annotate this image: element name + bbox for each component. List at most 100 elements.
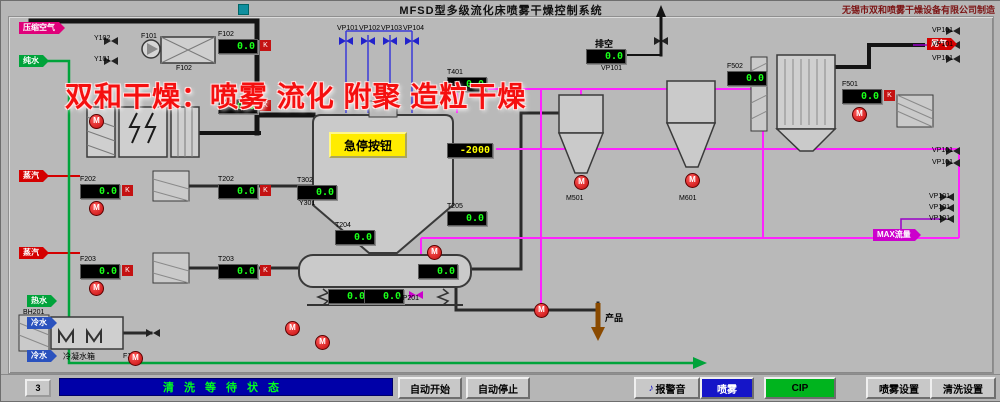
equipment-label: 产品 [605,313,624,323]
spray-button[interactable]: 喷雾 [700,377,754,399]
instrument-display: 0.0 [218,184,258,199]
cip-button[interactable]: CIP [764,377,836,399]
stream-tag-label: 热水 [31,296,47,305]
app-icon [238,4,249,15]
instrument-display: 0.0 [218,264,258,279]
equipment-label: VP101 [929,204,951,211]
equipment-label: VP101 [932,159,954,166]
spray-settings-button-label: 喷雾设置 [879,384,919,396]
instrument-display: 0.0 [586,49,626,64]
instrument-unit: K [260,40,271,51]
instrument-tag: F501 [842,81,858,88]
motor-pump-icon: M [315,335,330,350]
instrument-value: 0.0 [98,186,117,197]
instrument-value: 0.0 [860,91,879,102]
instrument-tag: F203 [80,256,96,263]
alarm-sound-button[interactable]: ♪报警音 [634,377,700,399]
instrument-tag: T205 [447,203,463,210]
instrument-value: 0.0 [436,266,455,277]
auto-start-button-label: 自动开始 [410,384,450,396]
stream-tag: 热水 [27,295,57,307]
flow-arrow-icon [43,55,49,67]
motor-pump-icon: M [128,351,143,366]
instrument-display: 0.0 [297,185,337,200]
instrument-unit: K [260,100,271,111]
equipment-label: M601 [679,195,697,202]
instrument-tag: F202 [80,176,96,183]
instrument-display: 0.0 [727,71,767,86]
motor-pump-icon: M [285,321,300,336]
stream-tag: MAX流量 [873,229,921,241]
instrument-tag: F102 [218,31,234,38]
company-name: 无锡市双和喷雾干燥设备有限公司制造 [841,5,995,15]
page-title: MFSD型多级流化床喷雾干燥控制系统 [399,5,603,17]
equipment-label: 排空 [595,39,614,49]
instrument-value: 0.0 [236,266,255,277]
flow-arrow-icon [51,295,57,307]
instrument-value: 0.0 [236,186,255,197]
equipment-label: BH201 [23,309,45,316]
equipment-label: VP101 [932,147,954,154]
stream-tag-label: MAX流量 [877,230,911,239]
flow-arrow-icon [43,247,49,259]
alarm-sound-button-label: 报警音 [655,384,686,396]
instrument-tag: T203 [218,256,234,263]
emergency-stop-button[interactable]: 急停按钮 [329,132,407,158]
equipment-label: VP101 [929,193,951,200]
instrument-display: 0.0 [80,264,120,279]
equipment-label: VP101 [929,215,951,222]
equipment-label: VP201 [398,295,420,302]
motor-pump-icon: M [89,114,104,129]
instrument-display: 0.0 [335,230,375,245]
equipment-label: VP101 [932,41,954,48]
stream-tag-label: 冷水 [31,351,47,360]
instrument-value: 0.0 [346,291,365,302]
stream-tag-label: 纯水 [23,56,39,65]
instrument-display: 0.0 [80,184,120,199]
motor-pump-icon: M [427,245,442,260]
stream-tag: 冷水 [27,317,57,329]
page-indicator[interactable]: 3 [25,379,51,397]
spray-settings-button[interactable]: 喷雾设置 [866,377,932,399]
auto-start-button[interactable]: 自动开始 [398,377,462,399]
stream-tag: 纯水 [19,55,49,67]
instrument-unit: K [884,90,895,101]
instrument-value: 0.0 [745,73,764,84]
instrument-tag: F502 [727,63,743,70]
instrument-value: 0.0 [353,232,372,243]
instrument-display: 0.0 [328,289,368,304]
cip-button-label: CIP [791,382,809,394]
equipment-label: F102 [176,65,192,72]
equipment-label: M501 [566,195,584,202]
clean-settings-button[interactable]: 清洗设置 [930,377,996,399]
stream-tag-label: 尾气 [931,39,947,48]
instrument-unit: K [122,265,133,276]
flow-arrow-icon [43,170,49,182]
equipment-label: Y301 [299,200,316,207]
motor-pump-icon: M [574,175,589,190]
instrument-value: -2000 [459,145,490,156]
motor-pump-icon: M [852,107,867,122]
auto-stop-button[interactable]: 自动停止 [466,377,530,399]
motor-pump-icon: M [685,173,700,188]
instrument-display: -2000 [447,143,493,158]
instrument-value: 0.0 [98,266,117,277]
motor-pump-icon: M [89,281,104,296]
stream-tag: 冷水 [27,350,57,362]
instrument-value: 0.0 [465,213,484,224]
flow-arrow-icon [914,229,921,241]
flow-arrow-icon [51,317,57,329]
stream-tag: 压缩空气 [19,22,65,34]
instrument-tag: T202 [218,176,234,183]
instrument-display: 0.0 [418,264,458,279]
instrument-unit: K [260,185,271,196]
status-text: 清洗等待状态 [163,382,289,394]
equipment-label: VP104 [403,25,425,32]
